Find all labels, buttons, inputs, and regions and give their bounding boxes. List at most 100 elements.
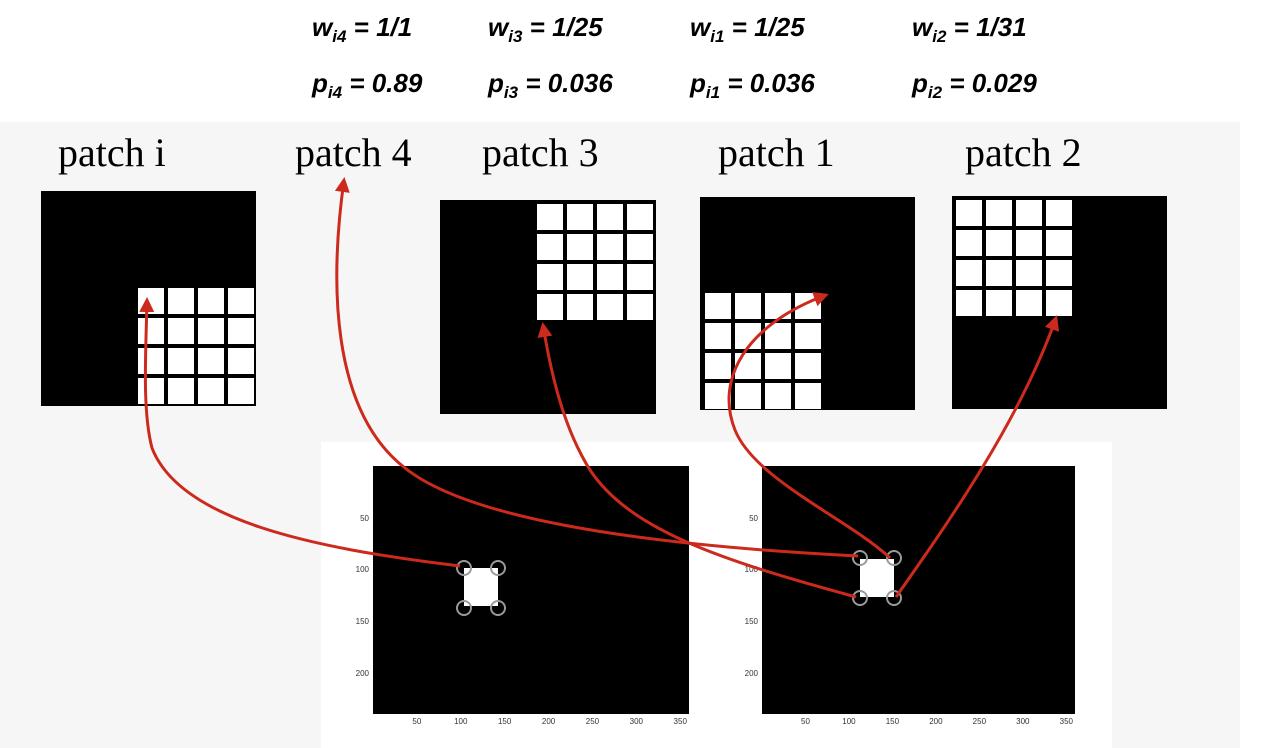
corner-circle: [886, 550, 902, 566]
prob-i3: pi3 = 0.036: [488, 68, 613, 103]
weight-i4: wi4 = 1/1: [312, 12, 413, 47]
patch-1-grid-cell: [765, 353, 791, 379]
prob-i4: pi4 = 0.89: [312, 68, 423, 103]
patch-1-grid-cell: [705, 293, 731, 319]
patch-1-grid-cell: [735, 293, 761, 319]
patch-1-grid-cell: [705, 383, 731, 409]
arrow-to-patch-1: [727, 292, 892, 560]
patch-i-grid-cell: [198, 348, 224, 374]
label-patch-2: patch 2: [965, 130, 1082, 175]
patch-i-grid-cell: [168, 378, 194, 404]
patch-2-grid-cell: [1046, 230, 1072, 256]
patch-2-grid-cell: [986, 290, 1012, 316]
plot-left-xtick: 150: [497, 717, 512, 726]
plot-left-xtick: 200: [541, 717, 556, 726]
patch-3-grid-cell: [537, 204, 563, 230]
patch-2-grid-cell: [956, 200, 982, 226]
arrow-to-patch-4: [334, 177, 859, 558]
corner-circle: [490, 600, 506, 616]
patch-1-grid-cell: [705, 353, 731, 379]
patch-3-grid-cell: [567, 234, 593, 260]
plot-right-xtick: 100: [842, 717, 856, 726]
corner-circle: [852, 550, 868, 566]
arrow-to-patch-3: [537, 322, 857, 599]
patch-1-grid-cell: [705, 323, 731, 349]
patch-i-grid-cell: [228, 378, 254, 404]
plot-right-ytick: 200: [744, 668, 758, 678]
patch-2-grid-cell: [986, 200, 1012, 226]
plot-left-ytick: 150: [355, 617, 369, 626]
patch-2-grid-cell: [1016, 260, 1042, 286]
patch-3-grid-cell: [567, 264, 593, 290]
patch-2-grid-cell: [986, 230, 1012, 256]
patch-2-grid-cell: [986, 260, 1012, 286]
corner-circle: [490, 560, 506, 576]
patch-i-grid-cell: [198, 378, 224, 404]
plot-left-xtick: 350: [673, 717, 687, 726]
prob-i2: pi2 = 0.029: [912, 68, 1037, 103]
patch-3-grid-cell: [597, 294, 623, 320]
patch-3-grid-cell: [567, 204, 593, 230]
patch-i-grid-cell: [228, 318, 254, 344]
patch-i-grid-cell: [138, 348, 164, 374]
patch-i-grid-cell: [138, 378, 164, 404]
weight-i1: wi1 = 1/25: [690, 12, 805, 47]
corner-circle: [456, 600, 472, 616]
patch-2-image: [952, 196, 1167, 409]
weight-i3: wi3 = 1/25: [488, 12, 603, 47]
patch-1-grid-cell: [765, 383, 791, 409]
plot-left-white-square: [464, 568, 498, 606]
patch-i-grid-cell: [228, 288, 254, 314]
plot-left-xtick: 250: [585, 717, 600, 726]
patch-2-grid-cell: [956, 260, 982, 286]
arrow-to-patch-2: [894, 315, 1060, 598]
plot-left-ytick: 50: [360, 513, 369, 523]
plot-right-xtick: 300: [1016, 717, 1030, 726]
arrow-to-patch-i: [139, 297, 461, 568]
plot-right-ytick: 150: [744, 617, 758, 626]
plot-right-ytick: 100: [744, 565, 758, 575]
patch-3-grid-cell: [537, 234, 563, 260]
patch-1-grid-cell: [735, 383, 761, 409]
plot-left-ytick: 200: [355, 668, 369, 678]
plot-left-xtick: 50: [412, 717, 422, 726]
patch-3-grid-cell: [567, 294, 593, 320]
patch-2-grid-cell: [956, 290, 982, 316]
plot-left-xtick: 100: [454, 717, 468, 726]
plot-right-ytick: 50: [749, 513, 758, 523]
patch-i-grid-cell: [228, 348, 254, 374]
patch-3-grid-cell: [627, 204, 653, 230]
corner-circle: [456, 560, 472, 576]
patch-3-grid-cell: [597, 264, 623, 290]
patch-2-grid-cell: [1046, 260, 1072, 286]
plot-right-xtick: 350: [1059, 717, 1073, 726]
patch-2-grid-cell: [1046, 290, 1072, 316]
plot-right-xtick: 50: [801, 717, 810, 726]
patch-i-grid-cell: [168, 318, 194, 344]
plot-right-white-square: [860, 559, 894, 597]
plot-left-xtick: 300: [629, 717, 644, 726]
prob-i1: pi1 = 0.036: [690, 68, 815, 103]
weight-i2: wi2 = 1/31: [912, 12, 1027, 47]
label-patch-4: patch 4: [295, 130, 412, 175]
patch-1-grid-cell: [795, 353, 821, 379]
corner-circle: [886, 590, 902, 606]
patch-2-grid-cell: [1046, 200, 1072, 226]
patch-3-grid-cell: [627, 234, 653, 260]
patch-3-grid-cell: [627, 294, 653, 320]
patch-1-grid-cell: [795, 383, 821, 409]
patch-2-grid-cell: [1016, 230, 1042, 256]
plot-left: [373, 466, 689, 714]
patch-1-grid-cell: [795, 323, 821, 349]
patch-i-grid-cell: [168, 288, 194, 314]
corner-circle: [852, 590, 868, 606]
patch-2-grid-cell: [1016, 290, 1042, 316]
patch-3-grid-cell: [627, 264, 653, 290]
label-patch-3: patch 3: [482, 130, 599, 175]
patch-2-grid-cell: [956, 230, 982, 256]
patch-1-grid-cell: [735, 353, 761, 379]
patch-i-grid-cell: [168, 348, 194, 374]
patch-i-grid-cell: [198, 288, 224, 314]
